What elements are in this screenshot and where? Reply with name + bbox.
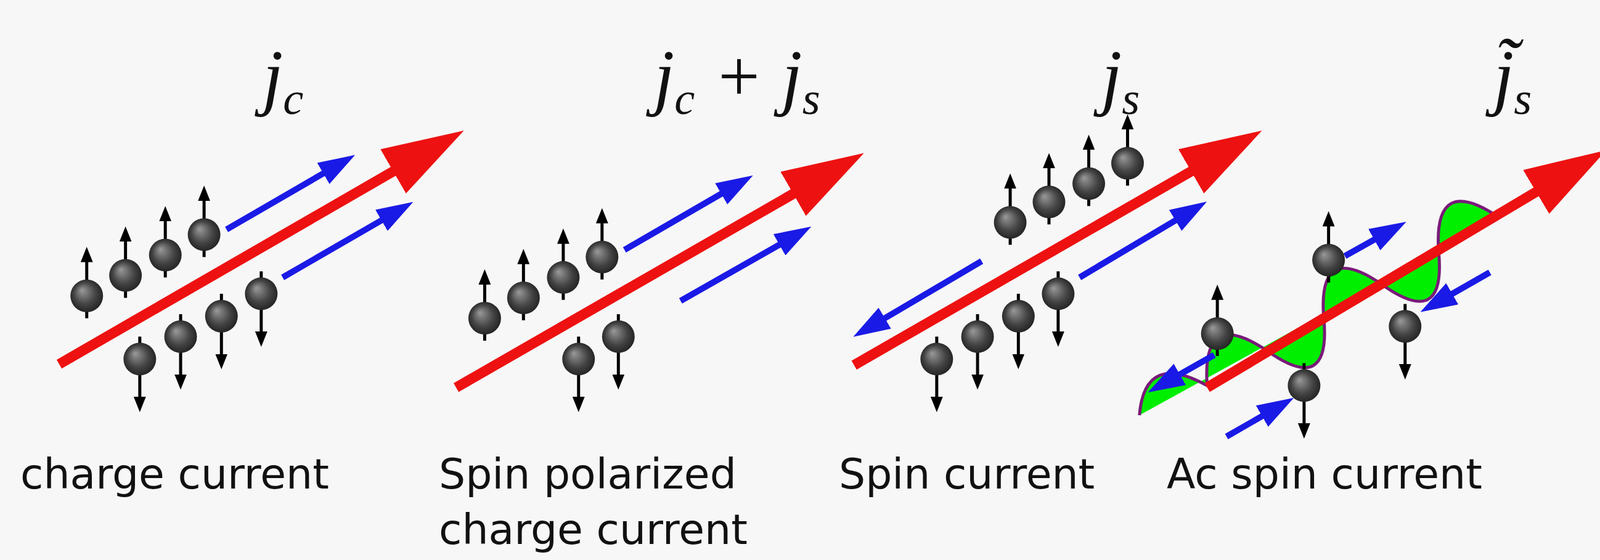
flow-arrow [1344,236,1380,256]
current-arrow [59,166,402,365]
spin-down-electron [164,314,198,378]
spin-up-electron [1032,165,1066,225]
subscript: c [674,73,695,124]
ac-spin-current-panel [1125,186,1545,454]
spin-up-electron [1072,146,1106,206]
panel-caption: Spin polarized charge current [438,446,846,558]
spin-down-electron [1041,271,1075,335]
flow-arrow [680,241,785,301]
current-arrow [456,188,802,388]
spin-down-electron [205,293,238,358]
current-symbol: j̃s [1493,32,1532,121]
spin-up-electron [1201,297,1234,357]
spin-up-electron [187,197,221,258]
spin-up-electron [468,281,502,341]
charge-current-panel [59,166,402,400]
spin-up-electron [585,220,619,280]
current-symbol: jc [262,32,304,121]
spin-up-electron [994,185,1027,245]
panel-caption: charge current [20,446,330,503]
panel-caption: Ac spin current [1166,446,1483,503]
spin-up-electron [109,238,142,298]
flow-arrow [1226,413,1268,437]
subscript: s [1121,73,1140,124]
spin-down-electron [1388,303,1422,368]
spin-down-electron [244,271,278,335]
current-arrow [854,166,1200,366]
subscript: c [282,73,304,124]
spin-up-electron [507,261,540,321]
spin-down-electron [920,336,953,400]
spin-up-electron [149,218,182,278]
spin-up-electron [1111,126,1144,186]
subscript: s [802,73,821,124]
current-symbol: jc + js [653,32,821,121]
flow-arrow [1079,217,1181,278]
spin-up-electron [546,240,580,301]
flow-arrow [1447,272,1491,298]
spin-down-electron [562,336,595,400]
spin-down-electron [1002,293,1035,358]
spin-current-panel [854,126,1200,400]
flow-arrow [624,191,727,251]
flow-arrow [879,261,982,322]
panel-caption: Spin current [838,446,1095,503]
current-symbol: js [1101,32,1140,121]
flow-arrow [226,170,330,230]
spin-polarized-panel [456,188,802,400]
spin-down-electron [123,336,156,400]
flow-arrow [1174,355,1215,378]
spin-down-electron [602,314,635,378]
spin-up-electron [70,259,103,319]
subscript: s [1513,73,1532,124]
spin-up-electron [1312,223,1345,283]
current-arrow [1207,186,1546,388]
spin-down-electron [1287,363,1321,427]
spin-down-electron [961,314,995,378]
flow-arrow [282,217,388,278]
